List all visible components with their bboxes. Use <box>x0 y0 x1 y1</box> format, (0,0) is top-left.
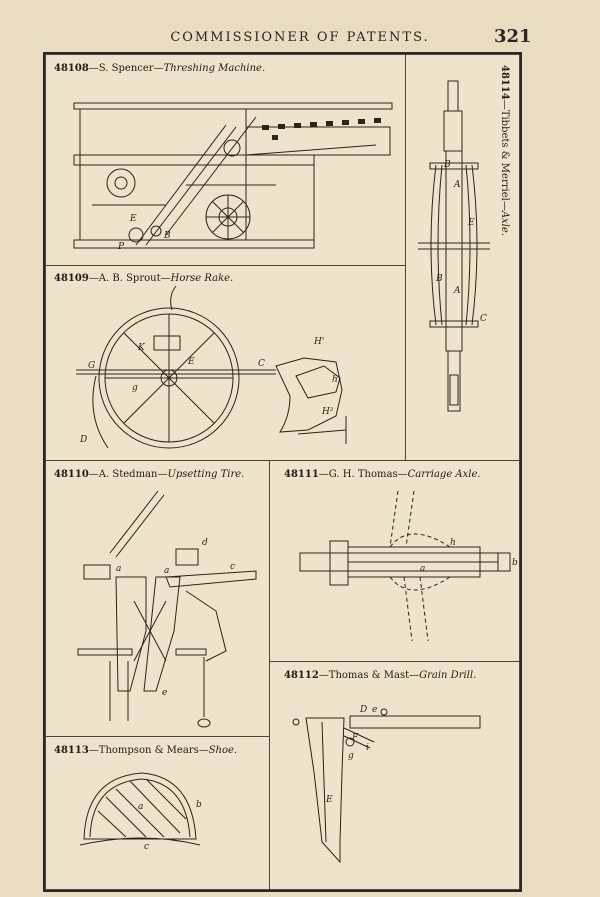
shoe-drawing: a b c <box>46 737 202 852</box>
label-b-lower: B <box>435 274 443 284</box>
label-a-upper: A <box>453 180 461 190</box>
grain-drill-drawing: D e F i g E <box>270 705 520 890</box>
label-c: c <box>144 842 149 852</box>
label-i: i <box>366 743 369 753</box>
label-c: C <box>258 359 265 369</box>
label-f: F <box>351 733 359 743</box>
carriage-axle-drawing: h a b <box>270 461 518 662</box>
panel-upsetting-tire: 48110—A. Stedman—Upsetting Tire. <box>45 460 270 737</box>
label-h: h <box>332 375 338 385</box>
panel-shoe: 48113—Thompson & Mears—Shoe. a b c <box>45 736 270 890</box>
label-a-lower: A <box>453 286 461 296</box>
caption-48108: 48108—S. Spencer—Threshing Machine. <box>54 63 266 74</box>
label-e-large: E <box>325 795 333 805</box>
panel-grain-drill: 48112—Thomas & Mast—Grain Drill. D e F i <box>269 661 520 890</box>
upsetting-tire-drawing: d a a c e <box>46 461 270 737</box>
label-h-prime: H' <box>313 337 324 347</box>
label-e: E <box>187 357 195 367</box>
label-h: h <box>450 538 456 548</box>
panel-threshing-machine: 48108—S. Spencer—Threshing Machine. <box>45 54 406 266</box>
label-p: P <box>117 242 125 252</box>
caption-48112: 48112—Thomas & Mast—Grain Drill. <box>284 670 477 681</box>
caption-48109: 48109—A. B. Sprout—Horse Rake. <box>54 273 234 284</box>
caption-48111: 48111—G. H. Thomas—Carriage Axle. <box>284 469 481 480</box>
horse-rake-drawing: K E G C D g H' h H² <box>46 266 406 461</box>
page-header-title: COMMISSIONER OF PATENTS. <box>170 30 430 45</box>
figure-frame: 48108—S. Spencer—Threshing Machine. <box>43 52 522 892</box>
caption-48114: 48114—Tibbets & Merriel—Axle. <box>499 65 510 236</box>
label-b: b <box>196 800 202 810</box>
label-a-right: a <box>164 566 169 576</box>
label-a-left: a <box>116 564 121 574</box>
label-c: c <box>230 562 235 572</box>
label-b: b <box>512 558 518 568</box>
label-e: E <box>467 218 475 228</box>
label-h-squared: H² <box>321 407 334 417</box>
label-e-small: e <box>372 705 377 715</box>
page-number: 321 <box>494 26 532 47</box>
label-c: C <box>480 314 487 324</box>
label-d: D <box>359 705 367 715</box>
label-a: a <box>420 564 425 574</box>
panel-carriage-axle: 48111—G. H. Thomas—Carriage Axle. h <box>269 460 520 662</box>
label-b: B <box>163 231 171 241</box>
label-a: a <box>138 802 143 812</box>
label-e: E <box>129 214 137 224</box>
threshing-machine-drawing: B P E <box>46 55 406 252</box>
panel-horse-rake: 48109—A. B. Sprout—Horse Rake. <box>45 265 406 461</box>
label-g-lower: g <box>132 383 138 393</box>
label-d: d <box>202 538 208 548</box>
axle-drawing: B A E B A C <box>406 55 520 461</box>
label-b-upper: B <box>443 160 451 170</box>
label-k: K <box>137 343 146 353</box>
label-e: e <box>162 688 167 698</box>
label-g: g <box>348 751 354 761</box>
caption-48113: 48113—Thompson & Mears—Shoe. <box>54 745 238 756</box>
label-g-upper: G <box>88 361 95 371</box>
caption-48110: 48110—A. Stedman—Upsetting Tire. <box>54 469 245 480</box>
panel-axle: B A E B A C 48114—Tibbets & Merriel—Axle… <box>405 54 520 461</box>
label-d: D <box>79 435 87 445</box>
